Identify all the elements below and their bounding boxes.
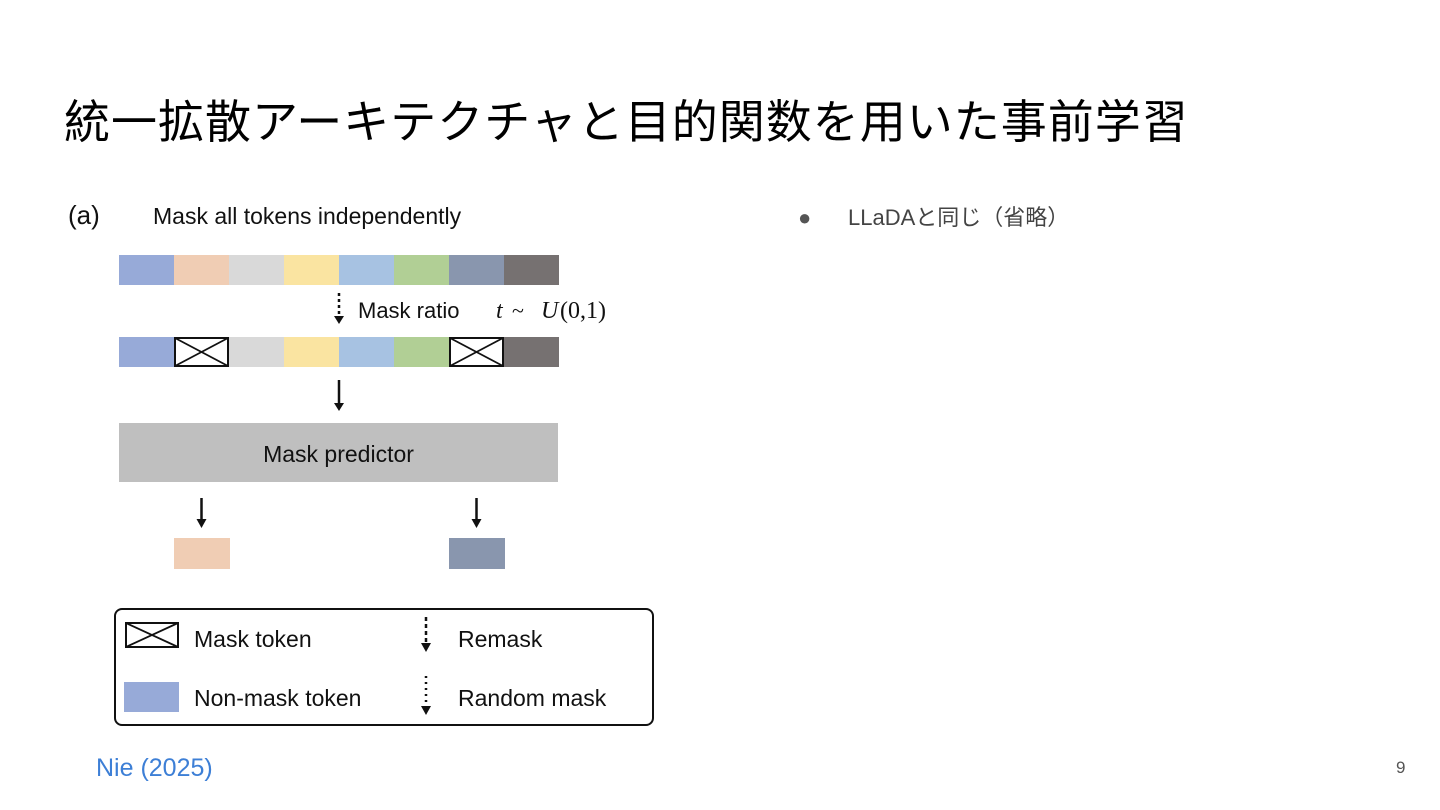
legend-box: Mask token Non-mask token Remask Random … (114, 608, 654, 726)
random-mask-arrow-1 (334, 293, 344, 324)
legend-non-mask-token: Non-mask token (194, 685, 361, 711)
original-token-row (119, 255, 559, 285)
prediction-arrow (196, 498, 207, 528)
non-mask-token-legend-swatch (124, 682, 179, 712)
token (504, 337, 559, 367)
token (119, 255, 174, 285)
masked-token-row (119, 337, 559, 367)
token (284, 255, 339, 285)
panel-label: (a) (68, 200, 100, 230)
masked-token (449, 337, 504, 367)
token (229, 337, 284, 367)
token (394, 255, 449, 285)
arrow-to-predictor (334, 380, 344, 411)
mask-predictor-label: Mask predictor (263, 441, 414, 467)
token (174, 255, 229, 285)
prediction-arrow (471, 498, 482, 528)
token (339, 255, 394, 285)
slide-title: 統一拡散アーキテクチャと目的関数を用いた事前学習 (64, 95, 1189, 149)
page-number: 9 (1396, 758, 1406, 777)
token (449, 255, 504, 285)
mask-ratio-sim: ~ (512, 298, 524, 323)
token (394, 337, 449, 367)
mask-token-legend-icon (125, 622, 179, 648)
random-mask-legend-icon (421, 676, 431, 715)
mask-ratio-t: t (496, 298, 504, 324)
legend-remask: Remask (458, 626, 543, 652)
legend-mask-token: Mask token (194, 626, 312, 652)
predicted-token (174, 538, 230, 569)
mask-predictor-box (119, 423, 558, 482)
mask-ratio-args: (0,1) (560, 298, 606, 324)
bullet-marker: ● (798, 205, 812, 230)
token (119, 337, 174, 367)
token (284, 337, 339, 367)
bullet-text: LLaDAと同じ（省略） (848, 205, 1070, 230)
masking-diagram: (a) Mask all tokens independently Mask r… (68, 200, 654, 726)
masked-token (174, 337, 229, 367)
predicted-token (449, 538, 505, 569)
predicted-token-row (174, 538, 505, 569)
token (229, 255, 284, 285)
mask-ratio-u: U (541, 298, 560, 324)
token (504, 255, 559, 285)
token (339, 337, 394, 367)
prediction-arrows (196, 498, 482, 528)
legend-random-mask: Random mask (458, 685, 607, 711)
bullet-item: ● LLaDAと同じ（省略） (798, 200, 1069, 232)
citation-link[interactable]: Nie (2025) (96, 754, 213, 782)
figure-heading: Mask all tokens independently (153, 203, 462, 229)
mask-ratio-label: Mask ratio (358, 298, 459, 323)
remask-legend-icon (421, 617, 431, 652)
